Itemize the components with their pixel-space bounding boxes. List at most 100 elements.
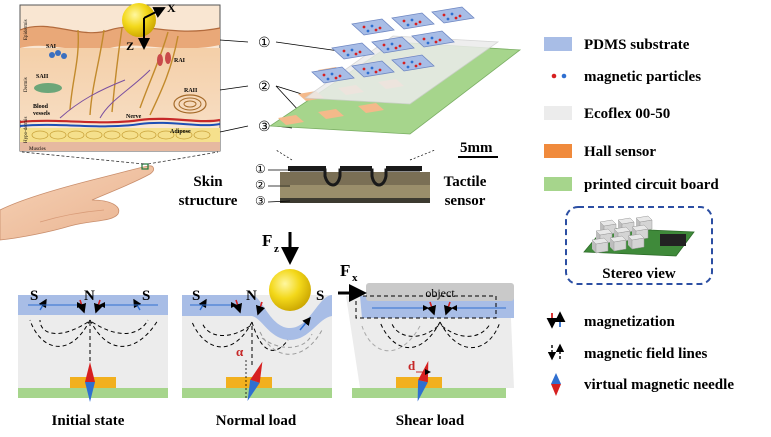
z-axis-label: Z [126,39,134,53]
stereo-view-panel: Stereo view [565,206,713,285]
magnetic-particle [390,42,394,46]
normal-pole-center: N [246,288,257,304]
sensor-array-exploded [268,6,522,135]
layer-label-dermis: Dermis [24,77,29,92]
initial-caption: Initial state [52,413,125,429]
magnetic-particle [354,52,358,56]
legend-label-particles: magnetic particles [584,69,701,85]
legend-physics: magnetization magnetic field lines virtu… [546,311,734,396]
muscle-layer [20,142,220,151]
pdms-tile [311,66,355,84]
x-axis-arrow [143,7,166,19]
stereo-cube-top [595,228,613,236]
label-nerve: Nerve [126,114,142,120]
initial-pcb [18,388,168,398]
scale-label: 5mm [460,140,493,156]
magnetic-particle [374,28,378,32]
pointer-line-2 [219,85,249,91]
legend-field-lines-icon [547,343,565,361]
section-marker-2: ② [255,178,266,192]
label-saii: SAII [36,74,49,80]
pdms-tile [431,6,475,24]
nerve-fibers [69,27,179,116]
pdms-tile [371,36,415,54]
legend-label-ecoflex: Ecoflex 00-50 [584,106,670,122]
pdms-tile [391,12,435,30]
shear-field-lines-gray [361,325,421,352]
magnetic-particle [446,17,450,21]
initial-virtual-needle [85,362,95,402]
label-blood: Blood [33,104,49,110]
initial-pole-left: S [30,288,38,304]
normal-magnetization-arrows [190,298,311,331]
initial-magnetization-arrows [28,298,158,314]
magnetic-particle [458,14,462,18]
normal-caption: Normal load [216,413,297,429]
magnetic-particle [386,47,390,51]
zoom-line-left [21,151,145,165]
label-raii: RAII [184,88,198,94]
shear-field-lines [379,321,501,349]
legend-swatch-particle-red [551,73,557,79]
pdms-tile [351,18,395,36]
rai-receptor [157,52,171,66]
stereo-cube-top [609,235,627,243]
contact-ball [122,3,156,37]
magnetic-particle [378,26,382,30]
legend-label-pcb: printed circuit board [584,177,719,193]
skin-caption-line1: Skin [193,174,223,190]
normal-hall-sensor [226,377,272,388]
skin-caption-line2: structure [179,193,238,209]
stereo-connector [660,234,686,246]
sensor-caption-line1: Tactile [444,174,487,190]
section-lower [280,185,430,202]
shear-pcb [352,388,506,398]
initial-state-diagram: S N S Initial state [18,288,168,429]
sensor-cross-section: ① ② ③ [255,149,436,208]
magnetic-particle [410,18,414,22]
magnetic-particle [434,40,438,44]
magnetic-particle [402,61,406,65]
raii-receptor [173,94,207,114]
magnetic-particle [414,64,418,68]
magnetic-particle [398,44,402,48]
shear-magnetization-arrows [372,301,506,316]
magnetic-particle [450,12,454,16]
zoom-line-right [147,151,219,165]
section-marker-1: ① [255,162,266,176]
initial-pole-right: S [142,288,150,304]
stereo-cube-top [617,217,635,225]
blood-vessel-blue [19,121,221,128]
hand-illustration [0,163,154,241]
shear-load-diagram: object F x d Shear load [338,261,514,429]
magnetic-particle [362,67,366,71]
label-vessels: vessels [33,111,51,117]
shear-force-label: F [340,261,350,280]
hall-sensor-tile [278,115,304,125]
label-adipose: Adipose [170,129,191,135]
shear-ecoflex [346,296,514,388]
magnetic-particle [370,66,374,70]
magnetic-particle [346,53,350,57]
legend-label-magnetization: magnetization [584,314,675,330]
magnetic-particle [442,13,446,17]
legend-label-needle: virtual magnetic needle [584,377,734,393]
normal-force-label: F [262,231,272,250]
normal-load-diagram: F z α S N S Normal load [182,231,332,429]
magnetic-particle [334,76,338,80]
magnetic-particle [406,23,410,27]
magnetic-particle [426,41,430,45]
legend-swatch-pdms [544,37,572,51]
marker-2-leader-b [275,85,301,113]
x-axis-label: X [167,1,176,15]
legend-label-hall: Hall sensor [584,144,656,160]
shear-pdms [360,296,514,318]
legend-label-pdms: PDMS substrate [584,37,690,53]
pdms-tile [331,42,375,60]
pdms-tile [411,30,455,48]
shear-object-label: object [425,286,455,300]
shear-force-sub: x [352,272,358,284]
magnetic-particle [454,16,458,20]
magnetic-particle [414,22,418,26]
stereo-cube-top [635,215,653,223]
